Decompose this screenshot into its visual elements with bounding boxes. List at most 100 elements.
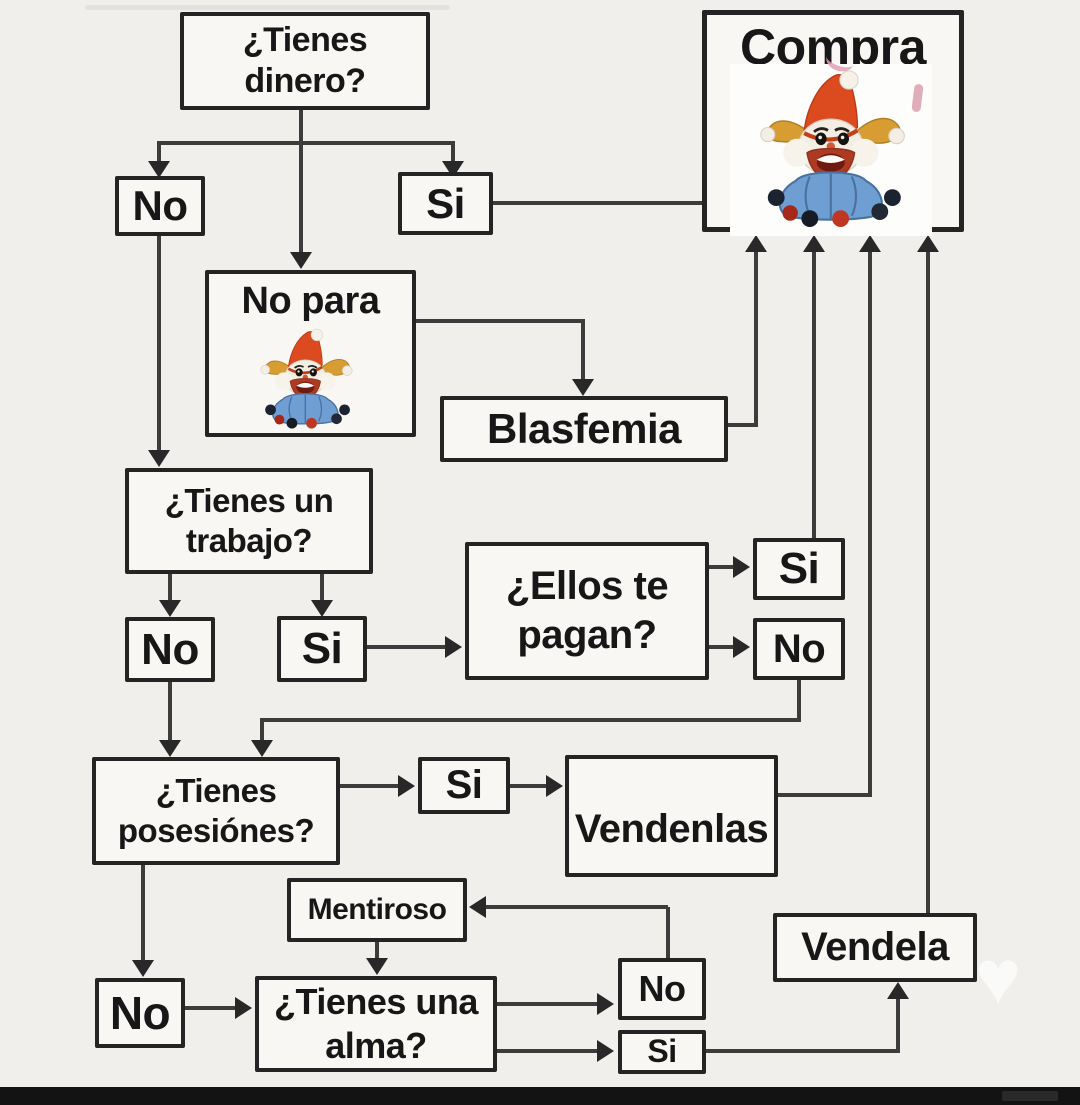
- connector-noalma-up: [666, 907, 670, 958]
- node-si-alma: Si: [618, 1030, 706, 1074]
- connector-nopara-blasfemia-v: [581, 319, 585, 379]
- node-vendenlas-label: Vendenlas: [574, 806, 769, 851]
- connector-pagan-si: [709, 565, 735, 569]
- node-tienes-posesiones: ¿Tienes posesiónes?: [92, 757, 340, 865]
- node-tienes-posesiones-label: ¿Tienes posesiónes?: [117, 771, 315, 849]
- arrow-up-icon: [745, 235, 767, 252]
- node-no-bottom: No: [95, 978, 185, 1048]
- connector-posesiones-nobottom: [141, 865, 145, 960]
- node-mentiroso-label: Mentiroso: [307, 892, 447, 926]
- arrow-down-icon: [148, 450, 170, 467]
- connector-vendenlas-out: [778, 793, 872, 797]
- watermark-smudge: [1002, 1091, 1058, 1101]
- arrow-right-icon: [445, 636, 462, 658]
- arrow-right-icon: [597, 993, 614, 1015]
- arrow-up-icon: [803, 235, 825, 252]
- connector-mentiroso-alma: [375, 942, 379, 958]
- node-ellos-pagan-label: ¿Ellos te pagan?: [505, 564, 669, 657]
- arrow-down-icon: [148, 161, 170, 178]
- node-si-alma-label: Si: [647, 1033, 677, 1070]
- connector-pagan-no: [709, 645, 735, 649]
- node-no-alma-label: No: [638, 968, 687, 1010]
- node-mentiroso: Mentiroso: [287, 878, 467, 942]
- arrow-up-icon: [859, 235, 881, 252]
- connector-blasfemia-out: [728, 423, 756, 427]
- node-si-top-label: Si: [426, 179, 465, 227]
- bottom-letterbox-bar: [0, 1087, 1080, 1105]
- node-si-trabajo-label: Si: [301, 624, 343, 674]
- arrow-right-icon: [733, 556, 750, 578]
- node-no-trabajo-label: No: [141, 624, 199, 674]
- node-si-posesiones-label: Si: [445, 763, 483, 808]
- node-vendela: Vendela: [773, 913, 977, 982]
- arrow-down-icon: [159, 600, 181, 617]
- connector-nobottom-alma: [185, 1006, 235, 1010]
- node-si-trabajo: Si: [277, 616, 367, 682]
- node-tienes-dinero-label: ¿Tienes dinero?: [242, 20, 368, 100]
- node-no-top: No: [115, 176, 205, 236]
- arrow-left-icon: [469, 896, 486, 918]
- node-no-alma: No: [618, 958, 706, 1020]
- node-tienes-alma: ¿Tienes una alma?: [255, 976, 497, 1072]
- node-tienes-dinero: ¿Tienes dinero?: [180, 12, 430, 110]
- arrow-up-icon: [917, 235, 939, 252]
- node-blasfemia: Blasfemia: [440, 396, 728, 462]
- arrow-right-icon: [597, 1040, 614, 1062]
- connector-posesiones-si: [340, 784, 398, 788]
- connector-blasfemia-compra: [754, 252, 758, 427]
- node-si-posesiones: Si: [418, 757, 510, 814]
- node-no-bottom-label: No: [109, 986, 171, 1039]
- arrow-down-icon: [159, 740, 181, 757]
- connector-alma-noalma: [497, 1002, 597, 1006]
- connector-nopagan-left: [260, 718, 801, 722]
- connector-vendenlas-compra: [868, 252, 872, 795]
- node-tienes-alma-label: ¿Tienes una alma?: [274, 981, 478, 1066]
- node-ellos-pagan: ¿Ellos te pagan?: [465, 542, 709, 680]
- node-tienes-trabajo: ¿Tienes un trabajo?: [125, 468, 373, 574]
- node-si-pagan-label: Si: [778, 544, 820, 594]
- node-si-pagan: Si: [753, 538, 845, 600]
- photo-artifact-band: [85, 5, 450, 10]
- connector-nopagan-down: [797, 680, 801, 720]
- arrow-down-icon: [290, 252, 312, 269]
- arrow-down-icon: [132, 960, 154, 977]
- connector-no-trabajo-stem: [157, 234, 161, 450]
- arrow-right-icon: [398, 775, 415, 797]
- connector-si-compra: [493, 201, 702, 205]
- connector-trabajo-si: [320, 574, 324, 600]
- connector-to-no-top: [157, 141, 161, 163]
- node-vendela-label: Vendela: [801, 925, 949, 970]
- arrow-down-icon: [572, 379, 594, 396]
- arrow-right-icon: [235, 997, 252, 1019]
- node-tienes-trabajo-label: ¿Tienes un trabajo?: [164, 481, 334, 559]
- node-no-trabajo: No: [125, 617, 215, 682]
- node-no-top-label: No: [132, 182, 189, 230]
- jester-plush-icon-small: [259, 327, 354, 430]
- node-no-pagan-label: No: [772, 626, 826, 671]
- connector-nopara-blasfemia-h: [415, 319, 583, 323]
- node-vendenlas: Vendenlas: [565, 755, 778, 877]
- connector-sialma-right: [706, 1049, 900, 1053]
- connector-notrabajo-posesiones: [168, 682, 172, 741]
- arrow-down-icon: [311, 600, 333, 617]
- connector-noalma-mentiroso: [486, 905, 668, 909]
- arrow-right-icon: [546, 775, 563, 797]
- node-no-pagan: No: [753, 618, 845, 680]
- jester-plush-icon: [748, 66, 922, 234]
- arrow-up-icon: [887, 982, 909, 999]
- connector-dinero-branch: [157, 141, 455, 145]
- connector-sipagan-compra: [812, 252, 816, 538]
- connector-trabajo-no: [168, 574, 172, 600]
- connector-sialma-vendela: [896, 999, 900, 1053]
- connector-dinero-stem: [299, 110, 303, 252]
- node-blasfemia-label: Blasfemia: [487, 405, 681, 453]
- arrow-down-icon: [366, 958, 388, 975]
- connector-si-pagan: [367, 645, 445, 649]
- connector-to-si-top: [451, 141, 455, 163]
- node-no-para-label: No para: [241, 280, 380, 322]
- arrow-right-icon: [733, 636, 750, 658]
- connector-alma-sialma: [497, 1049, 597, 1053]
- arrow-down-icon: [251, 740, 273, 757]
- connector-nopagan-posesiones: [260, 718, 264, 742]
